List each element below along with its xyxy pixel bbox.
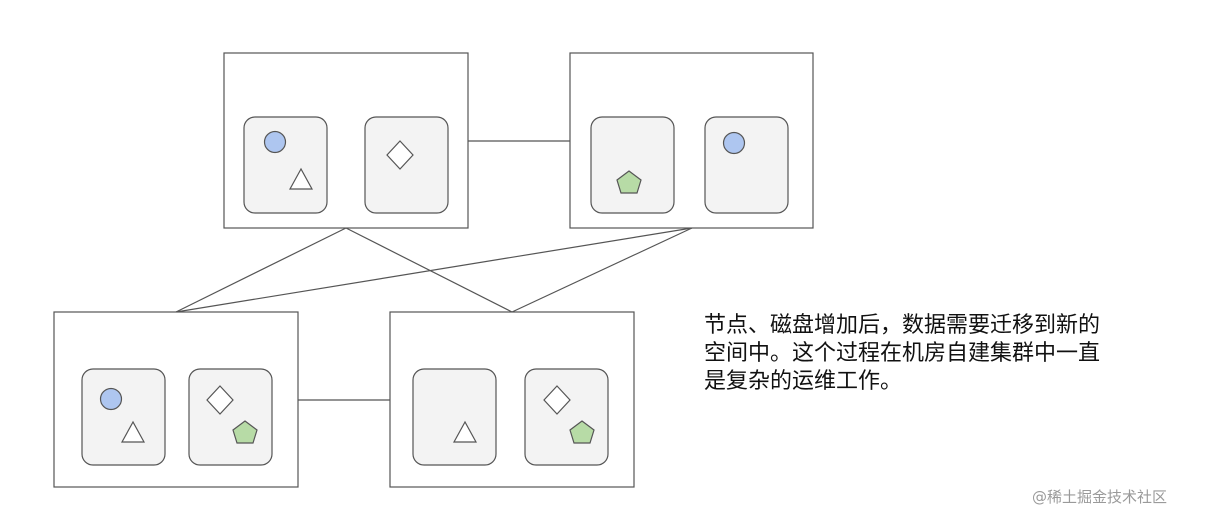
diamond-shape	[543, 385, 571, 415]
disk-box	[590, 116, 675, 214]
pentagon-shape	[569, 420, 595, 444]
disk-box	[364, 116, 449, 214]
disk-box	[81, 368, 166, 466]
pentagon-shape	[232, 420, 258, 444]
triangle-shape	[452, 420, 478, 443]
watermark-text: @稀土掘金技术社区	[1032, 488, 1168, 506]
link-top-left-bottom-right	[345, 227, 513, 313]
triangle-shape	[120, 420, 146, 443]
disk-box	[243, 116, 328, 214]
pentagon-shape	[616, 170, 642, 194]
diamond-shape	[206, 385, 234, 415]
caption-text: 节点、磁盘增加后，数据需要迁移到新的 空间中。这个过程在机房自建集群中一直 是复…	[704, 313, 1101, 394]
disk-box	[524, 368, 609, 466]
disk-box	[704, 116, 789, 214]
link-top-left-bottom-left	[175, 227, 347, 313]
connection-lines	[175, 140, 693, 401]
circle-shape	[722, 131, 746, 155]
disk-box	[412, 368, 497, 466]
circle-shape	[99, 387, 123, 411]
disk-box	[188, 368, 273, 466]
link-top-right-bottom-right	[511, 227, 693, 313]
circle-shape	[263, 130, 287, 154]
diamond-shape	[386, 140, 414, 170]
link-top-right-bottom-left	[175, 227, 693, 313]
triangle-shape	[288, 167, 314, 190]
